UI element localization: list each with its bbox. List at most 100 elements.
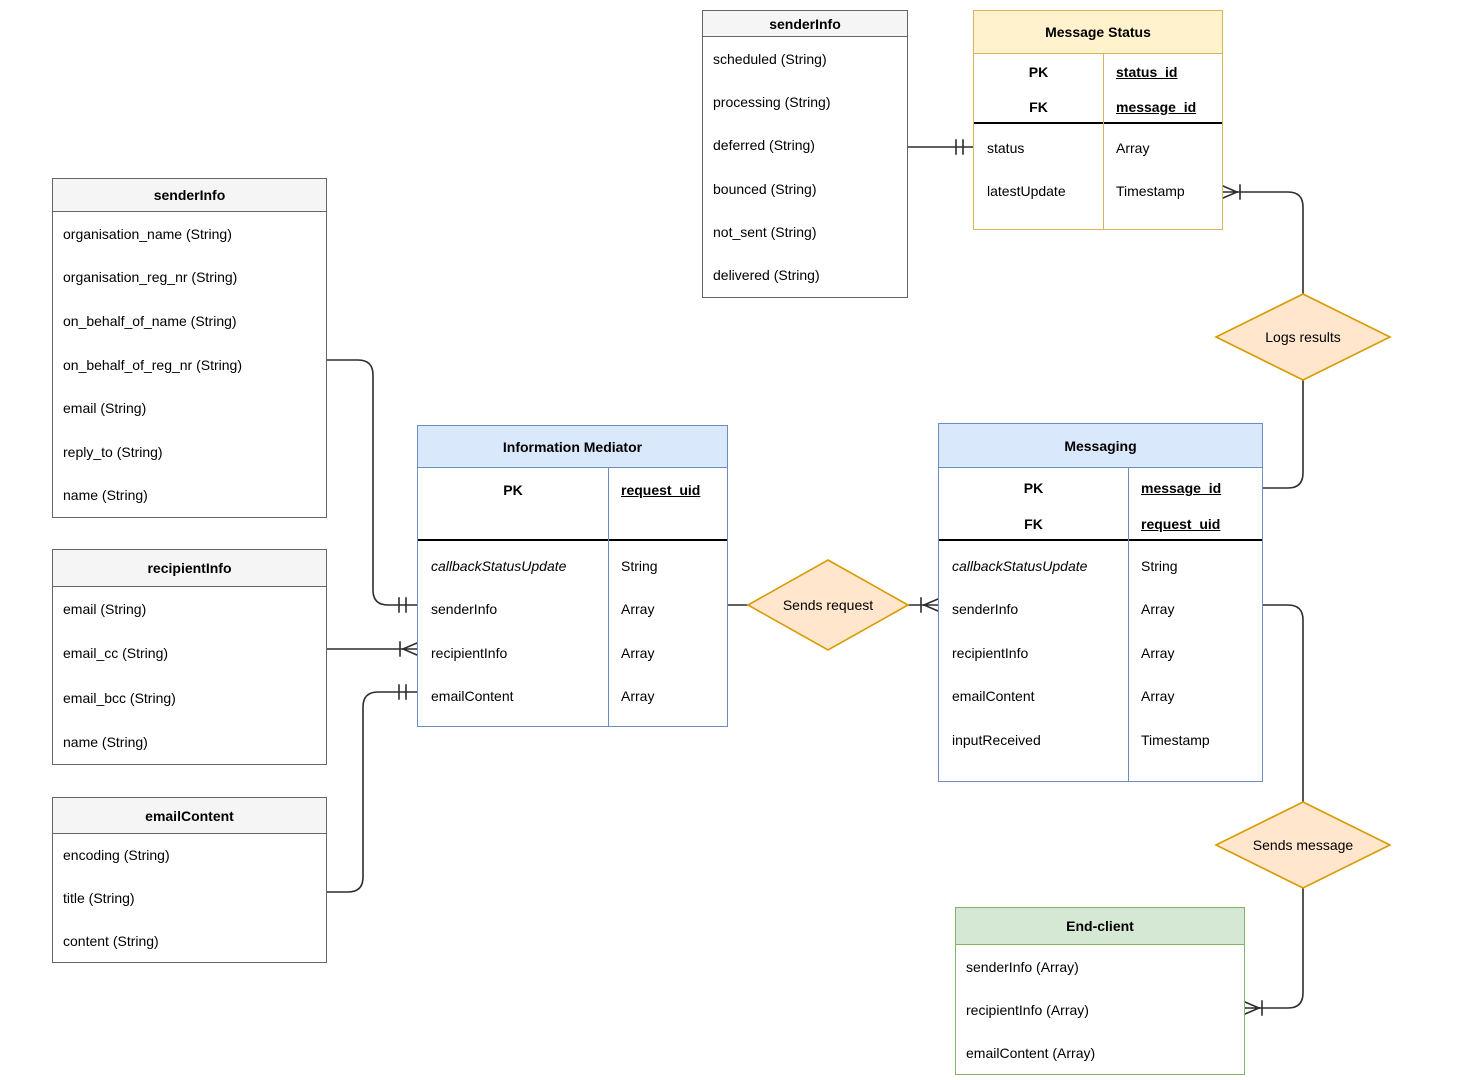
entity-row: title (String)	[63, 890, 135, 906]
entity-row: email (String)	[63, 400, 147, 417]
connector-messaging-sendsmessage	[1262, 604, 1304, 802]
field-type: Array	[1116, 139, 1150, 156]
field-type: Array	[621, 688, 655, 705]
entity-title: Information Mediator	[418, 426, 727, 468]
field-type: Array	[621, 644, 655, 661]
connector-sendsrequest-messaging	[907, 597, 940, 613]
entity-title: Message Status	[974, 11, 1222, 54]
field-type: Timestamp	[1141, 731, 1210, 748]
sends-message-label: Sends message	[1252, 837, 1354, 853]
entity-rows: email (String) email_cc (String) email_b…	[53, 587, 326, 764]
field-name: status	[987, 139, 1025, 156]
entity-row: senderInfo (Array)	[966, 958, 1079, 975]
field-name: latestUpdate	[987, 183, 1066, 200]
field-name: senderInfo	[431, 601, 498, 618]
field-type: Array	[1141, 601, 1175, 618]
connector-recipientinfo-informationmediator	[326, 641, 419, 657]
sends-request-diamond	[746, 559, 910, 651]
key-label: FK	[1029, 98, 1048, 115]
connector-statusinfo-messagestatus	[907, 139, 974, 155]
key-label: FK	[1024, 516, 1043, 532]
entity-rows: organisation_name (String) organisation_…	[53, 212, 326, 517]
entity-row: organisation_reg_nr (String)	[63, 269, 238, 286]
logs-results-label: Logs results	[1265, 329, 1341, 345]
entity-row: on_behalf_of_name (String)	[63, 312, 237, 329]
entity-row: scheduled (String)	[713, 50, 827, 67]
connector-sendsmessage-endclient	[1243, 887, 1304, 1016]
entity-row: delivered (String)	[713, 267, 820, 284]
entity-table-recipientinfo: recipientInfo email (String) email_cc (S…	[52, 549, 327, 765]
field-type: String	[1141, 557, 1178, 574]
key-label: PK	[503, 482, 523, 498]
field-type: Timestamp	[1116, 183, 1185, 200]
field-type: String	[621, 557, 658, 574]
entity-row: not_sent (String)	[713, 223, 817, 240]
entity-table-messaging: Messaging PK message_id FK request_uid c…	[938, 423, 1263, 782]
connector-emailcontent-informationmediator	[326, 684, 418, 893]
field-name: senderInfo	[952, 601, 1019, 618]
field-name: recipientInfo	[431, 644, 508, 661]
key-section: PK status_id FK message_id	[974, 54, 1222, 124]
entity-row: on_behalf_of_reg_nr (String)	[63, 356, 243, 373]
key-value: status_id	[1116, 63, 1178, 80]
entity-row: reply_to (String)	[63, 443, 163, 460]
entity-row: bounced (String)	[713, 180, 817, 197]
entity-table-end-client: End-client senderInfo (Array) recipientI…	[955, 907, 1245, 1075]
entity-row: recipientInfo (Array)	[966, 1001, 1089, 1018]
field-type: Array	[621, 601, 655, 618]
field-name: callbackStatusUpdate	[952, 557, 1088, 574]
entity-row: name (String)	[63, 733, 148, 750]
entity-table-information-mediator: Information Mediator PK request_uid call…	[417, 425, 728, 727]
entity-table-emailcontent: emailContent encoding (String) title (St…	[52, 797, 327, 963]
field-type: Array	[1141, 688, 1175, 705]
entity-row: deferred (String)	[713, 137, 815, 154]
connector-senderinfo-informationmediator	[326, 359, 418, 613]
field-name: emailContent	[952, 688, 1035, 705]
connector-logsresults-messaging	[1262, 379, 1304, 489]
entity-row: emailContent (Array)	[966, 1044, 1096, 1061]
entity-title: senderInfo	[703, 11, 907, 37]
entity-title: Messaging	[939, 424, 1262, 468]
key-value: request_uid	[621, 482, 701, 498]
field-name: callbackStatusUpdate	[431, 557, 567, 574]
entity-title: End-client	[956, 908, 1244, 945]
column-divider	[1128, 468, 1129, 781]
column-divider	[1103, 54, 1104, 229]
logs-results-diamond	[1214, 293, 1392, 381]
connector-messagestatus-logsresults	[1221, 184, 1304, 295]
entity-row: organisation_name (String)	[63, 225, 232, 242]
column-divider	[608, 468, 609, 726]
entity-rows: senderInfo (Array) recipientInfo (Array)…	[956, 945, 1244, 1074]
entity-table-status-senderinfo: senderInfo scheduled (String) processing…	[702, 10, 908, 298]
entity-row: email (String)	[63, 601, 147, 618]
key-section: PK message_id FK request_uid	[939, 468, 1262, 541]
entity-row: email_bcc (String)	[63, 689, 176, 706]
field-name: emailContent	[431, 688, 514, 705]
field-section: callbackStatusUpdate String senderInfo A…	[418, 541, 727, 726]
entity-row: email_cc (String)	[63, 645, 169, 662]
entity-rows: scheduled (String) processing (String) d…	[703, 37, 907, 297]
key-label: PK	[1028, 63, 1049, 80]
sends-message-diamond	[1214, 801, 1392, 889]
entity-row: content (String)	[63, 932, 159, 949]
field-name: recipientInfo	[952, 644, 1029, 661]
entity-title: senderInfo	[53, 179, 326, 212]
field-name: inputReceived	[952, 731, 1041, 748]
key-section: PK request_uid	[418, 468, 727, 541]
field-type: Array	[1141, 644, 1175, 661]
field-section: status Array latestUpdate Timestamp	[974, 124, 1222, 229]
key-value: request_uid	[1141, 516, 1221, 532]
entity-row: encoding (String)	[63, 847, 170, 864]
entity-row: processing (String)	[713, 93, 831, 110]
sends-request-label: Sends request	[782, 597, 874, 613]
key-label: PK	[1023, 480, 1044, 496]
entity-row: name (String)	[63, 487, 148, 504]
entity-rows: encoding (String) title (String) content…	[53, 834, 326, 962]
entity-table-message-status: Message Status PK status_id FK message_i…	[973, 10, 1223, 230]
entity-table-senderinfo: senderInfo organisation_name (String) or…	[52, 178, 327, 518]
key-value: message_id	[1141, 480, 1222, 496]
field-section: callbackStatusUpdate String senderInfo A…	[939, 541, 1262, 781]
entity-title: emailContent	[53, 798, 326, 834]
